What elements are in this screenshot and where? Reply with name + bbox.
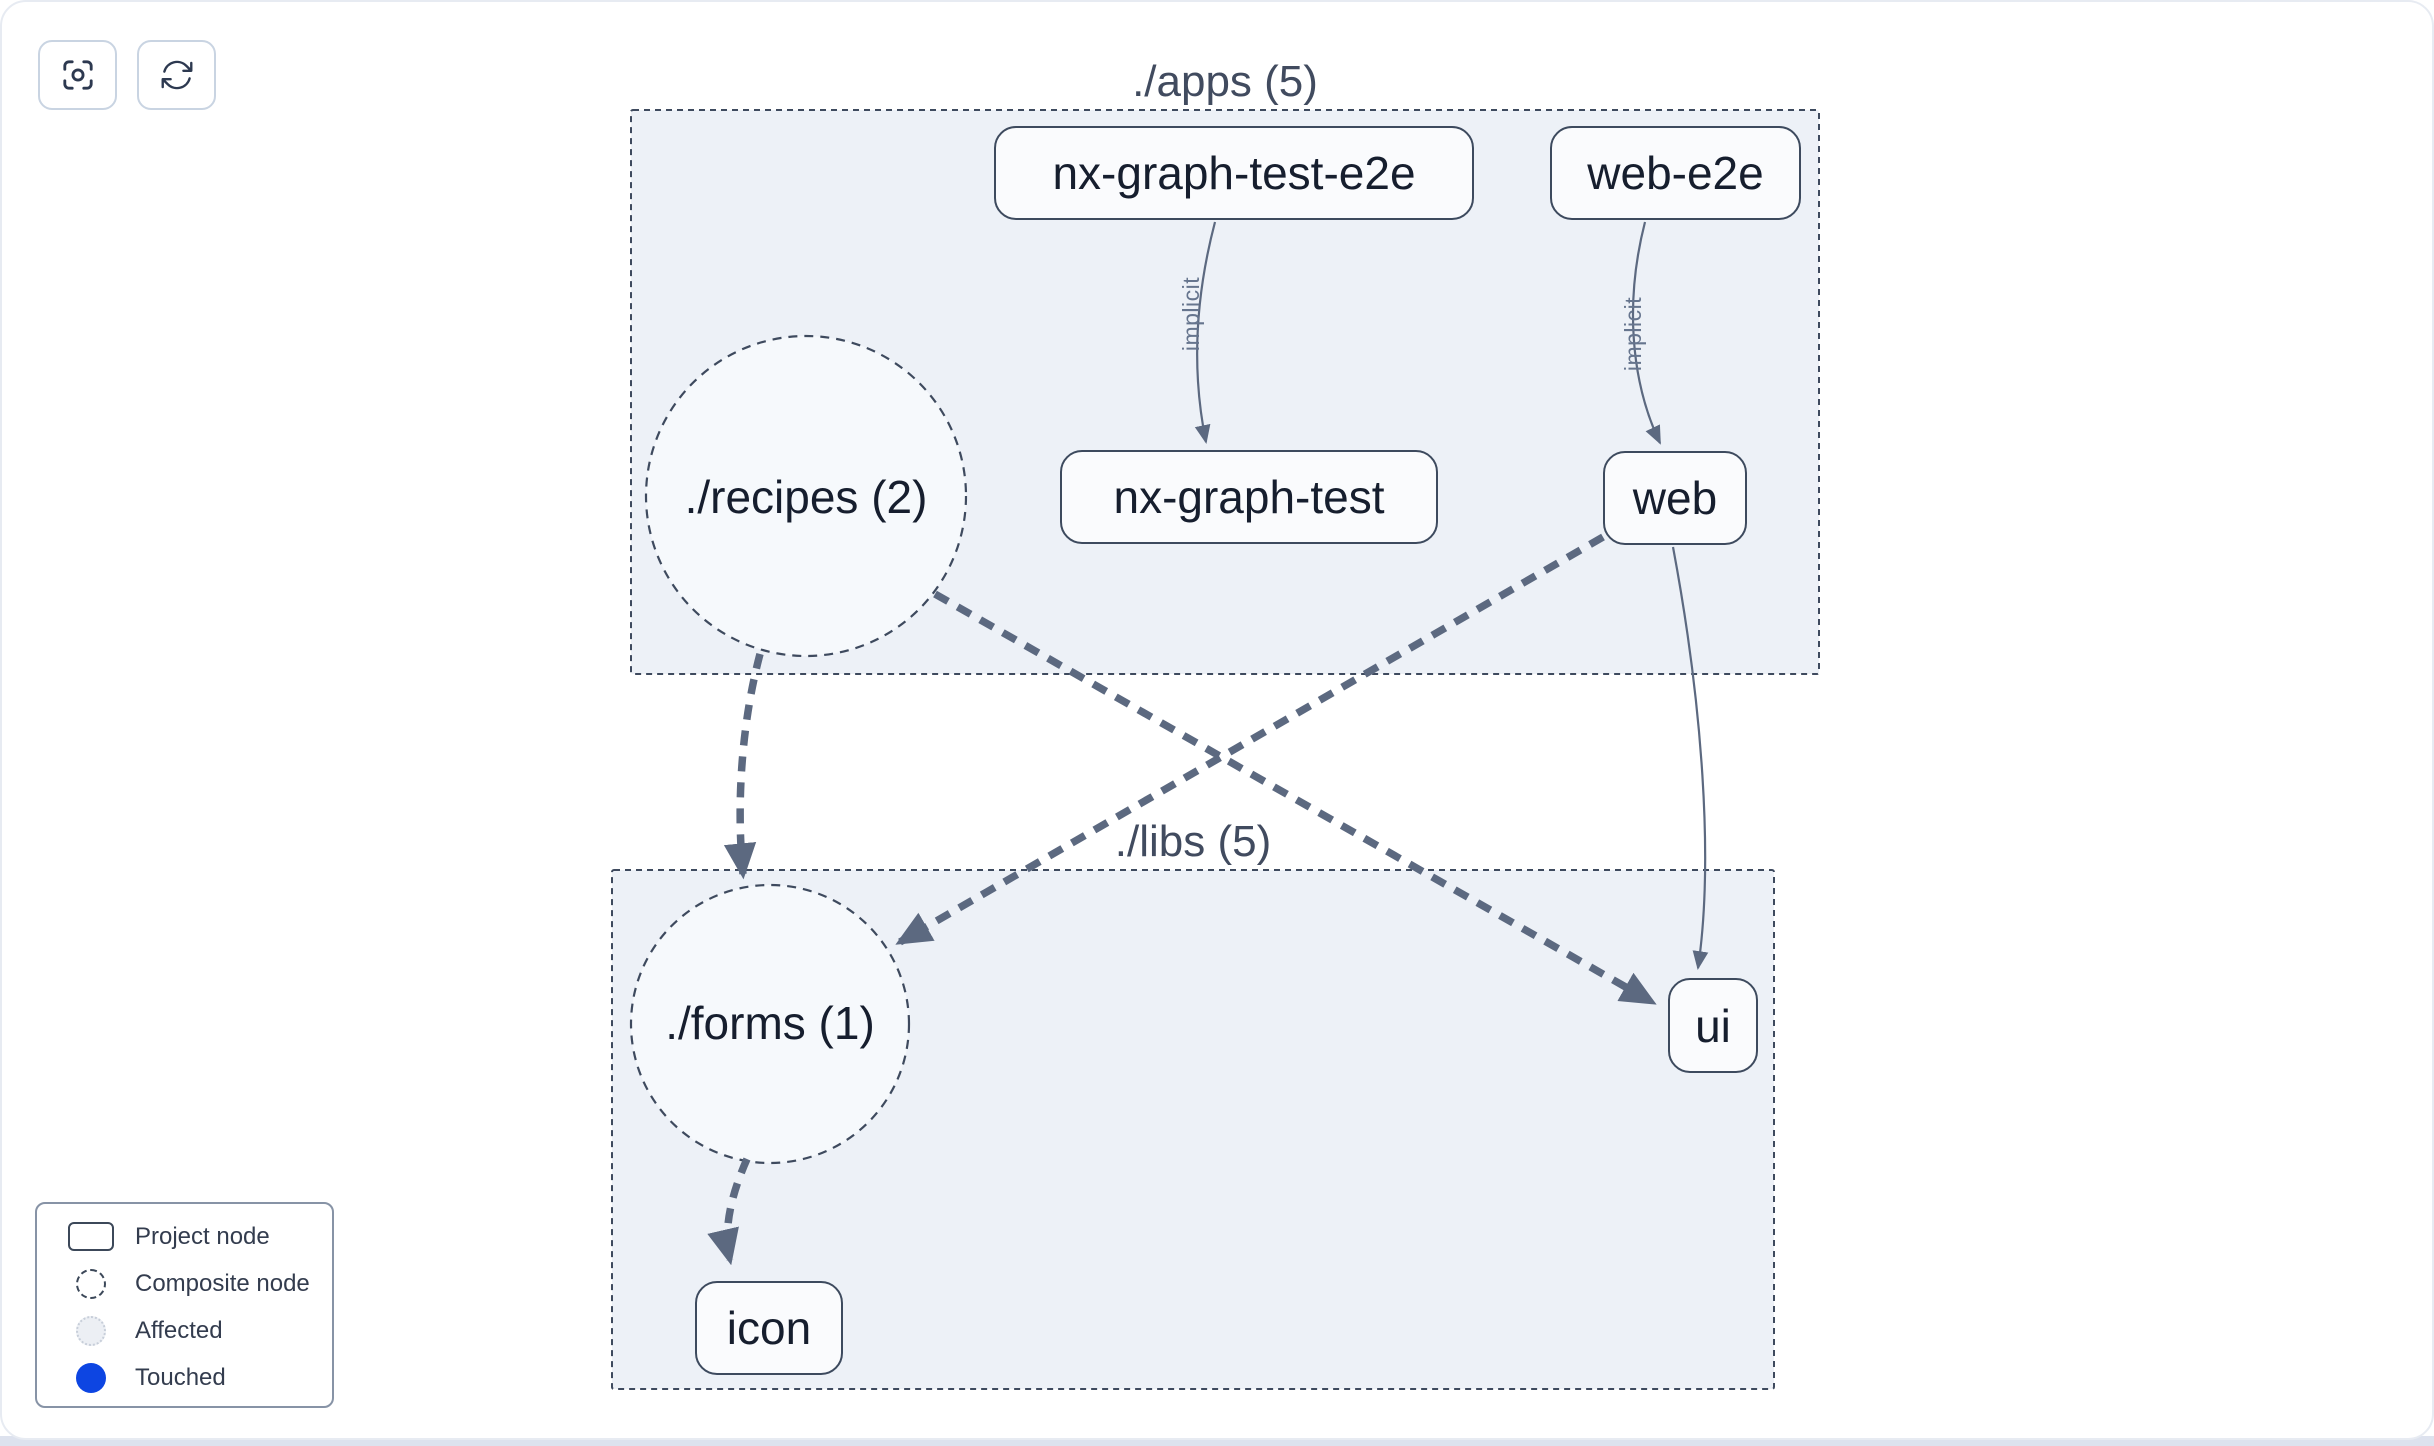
composite-node-swatch xyxy=(63,1268,119,1299)
legend-item-affected: Affected xyxy=(37,1307,332,1354)
edge-recipes-ui xyxy=(933,590,1657,1006)
composite-node-recipes[interactable] xyxy=(644,334,968,658)
project-node-web[interactable]: web xyxy=(1603,451,1747,545)
group-title-libs: ./libs (5) xyxy=(1114,817,1272,866)
edge-recipes-forms xyxy=(723,653,764,880)
project-node-nx-graph-test[interactable]: nx-graph-test xyxy=(1060,450,1438,544)
legend-item-project-node: Project node xyxy=(37,1213,332,1260)
edge-label-implicit: implicit xyxy=(1178,277,1204,351)
bottom-divider xyxy=(0,1436,2434,1446)
project-node-swatch xyxy=(63,1222,119,1251)
composite-node-forms[interactable] xyxy=(629,883,911,1165)
legend: Project node Composite node Affected Tou… xyxy=(35,1202,334,1408)
legend-item-composite-node: Composite node xyxy=(37,1260,332,1307)
legend-item-touched: Touched xyxy=(37,1354,332,1401)
group-title-apps: ./apps (5) xyxy=(1132,57,1318,106)
touched-swatch xyxy=(63,1362,119,1393)
composite-label-recipes[interactable]: ./recipes (2) xyxy=(684,471,928,523)
refresh-icon xyxy=(161,60,192,90)
project-node-icon[interactable]: icon xyxy=(695,1281,843,1375)
edge-web-forms xyxy=(895,533,1605,946)
legend-label: Affected xyxy=(135,1316,223,1344)
project-node-web-e2e[interactable]: web-e2e xyxy=(1550,126,1801,220)
edge-web-ui xyxy=(1671,546,1709,970)
refresh-button[interactable] xyxy=(137,40,216,110)
legend-label: Composite node xyxy=(135,1269,310,1297)
project-node-nx-graph-test-e2e[interactable]: nx-graph-test-e2e xyxy=(994,126,1474,220)
focus-icon xyxy=(62,60,93,90)
project-node-ui[interactable]: ui xyxy=(1668,978,1758,1073)
affected-swatch xyxy=(63,1315,119,1346)
legend-label: Project node xyxy=(135,1222,270,1250)
focus-button[interactable] xyxy=(38,40,117,110)
composite-label-forms[interactable]: ./forms (1) xyxy=(665,997,875,1049)
edge-label-implicit: implicit xyxy=(1620,297,1646,371)
edge-nx-graph-test-e2e-nx-graph-test xyxy=(1194,221,1217,444)
toolbar xyxy=(38,40,216,110)
edge-web-e2e-web xyxy=(1631,221,1661,445)
legend-label: Touched xyxy=(135,1363,226,1391)
edge-forms-icon xyxy=(707,1157,751,1266)
